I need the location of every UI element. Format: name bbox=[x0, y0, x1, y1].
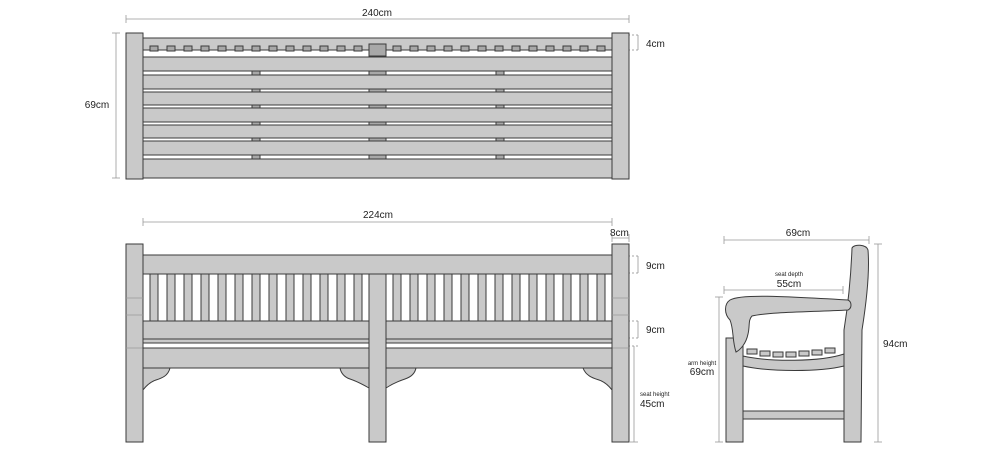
top-width-label: 240cm bbox=[362, 8, 392, 19]
front-length-label: 224cm bbox=[363, 210, 393, 221]
armrest-side bbox=[725, 295, 852, 353]
side-total-height-dimension: 94cm bbox=[874, 243, 907, 443]
left-bracket bbox=[142, 367, 171, 392]
side-arm-height-dimension: arm height 69cm bbox=[688, 296, 723, 443]
seat-depth-label: 55cm bbox=[777, 279, 801, 290]
seat-height-label: 45cm bbox=[640, 399, 664, 410]
top-depth-label: 69cm bbox=[85, 100, 109, 111]
side-stretcher bbox=[742, 410, 845, 420]
center-bracket-right bbox=[385, 367, 417, 389]
front-leg-side bbox=[725, 337, 744, 443]
seat-depth-caption: seat depth bbox=[775, 272, 803, 278]
side-depth-dimension: 69cm bbox=[723, 228, 870, 244]
seat-slats-side bbox=[746, 347, 836, 358]
arm-height-caption: arm height bbox=[688, 361, 717, 367]
front-view: 224cm 8cm 9cm 9cm seat heigh bbox=[125, 210, 670, 443]
right-arm-top bbox=[611, 32, 630, 180]
top-depth-dimension: 69cm bbox=[85, 32, 120, 179]
side-depth-label: 69cm bbox=[786, 228, 810, 239]
seat-supports-top bbox=[251, 70, 505, 160]
side-seat-depth-dimension: seat depth 55cm bbox=[723, 272, 844, 294]
right-leg-front bbox=[611, 243, 630, 443]
front-top-rail-label: 9cm bbox=[646, 261, 665, 272]
arm-height-label: 69cm bbox=[690, 367, 714, 378]
center-bracket-left bbox=[339, 367, 370, 389]
seat-height-caption: seat height bbox=[640, 392, 670, 398]
top-width-dimension: 240cm bbox=[125, 8, 630, 23]
front-leg-label: 8cm bbox=[610, 228, 629, 239]
left-arm-top bbox=[125, 32, 144, 180]
side-view: 69cm seat depth 55cm arm height 69cm 94c… bbox=[688, 228, 907, 443]
rear-leg-side bbox=[843, 244, 870, 443]
back-slat-tops bbox=[149, 43, 606, 57]
center-leg-front bbox=[368, 273, 387, 443]
seat-rail-side bbox=[742, 353, 845, 371]
seat-slats-top bbox=[142, 56, 613, 179]
top-view: 240cm 69cm 4cm bbox=[85, 8, 665, 180]
front-leg-dimension: 8cm bbox=[610, 228, 630, 242]
front-length-dimension: 224cm bbox=[142, 210, 613, 226]
back-top-rail bbox=[142, 254, 613, 275]
right-bracket bbox=[582, 367, 613, 392]
front-bottom-rail-label: 9cm bbox=[646, 325, 665, 336]
top-armrest-label: 4cm bbox=[646, 39, 665, 50]
side-total-height-label: 94cm bbox=[883, 339, 907, 350]
left-leg-front bbox=[125, 243, 144, 443]
